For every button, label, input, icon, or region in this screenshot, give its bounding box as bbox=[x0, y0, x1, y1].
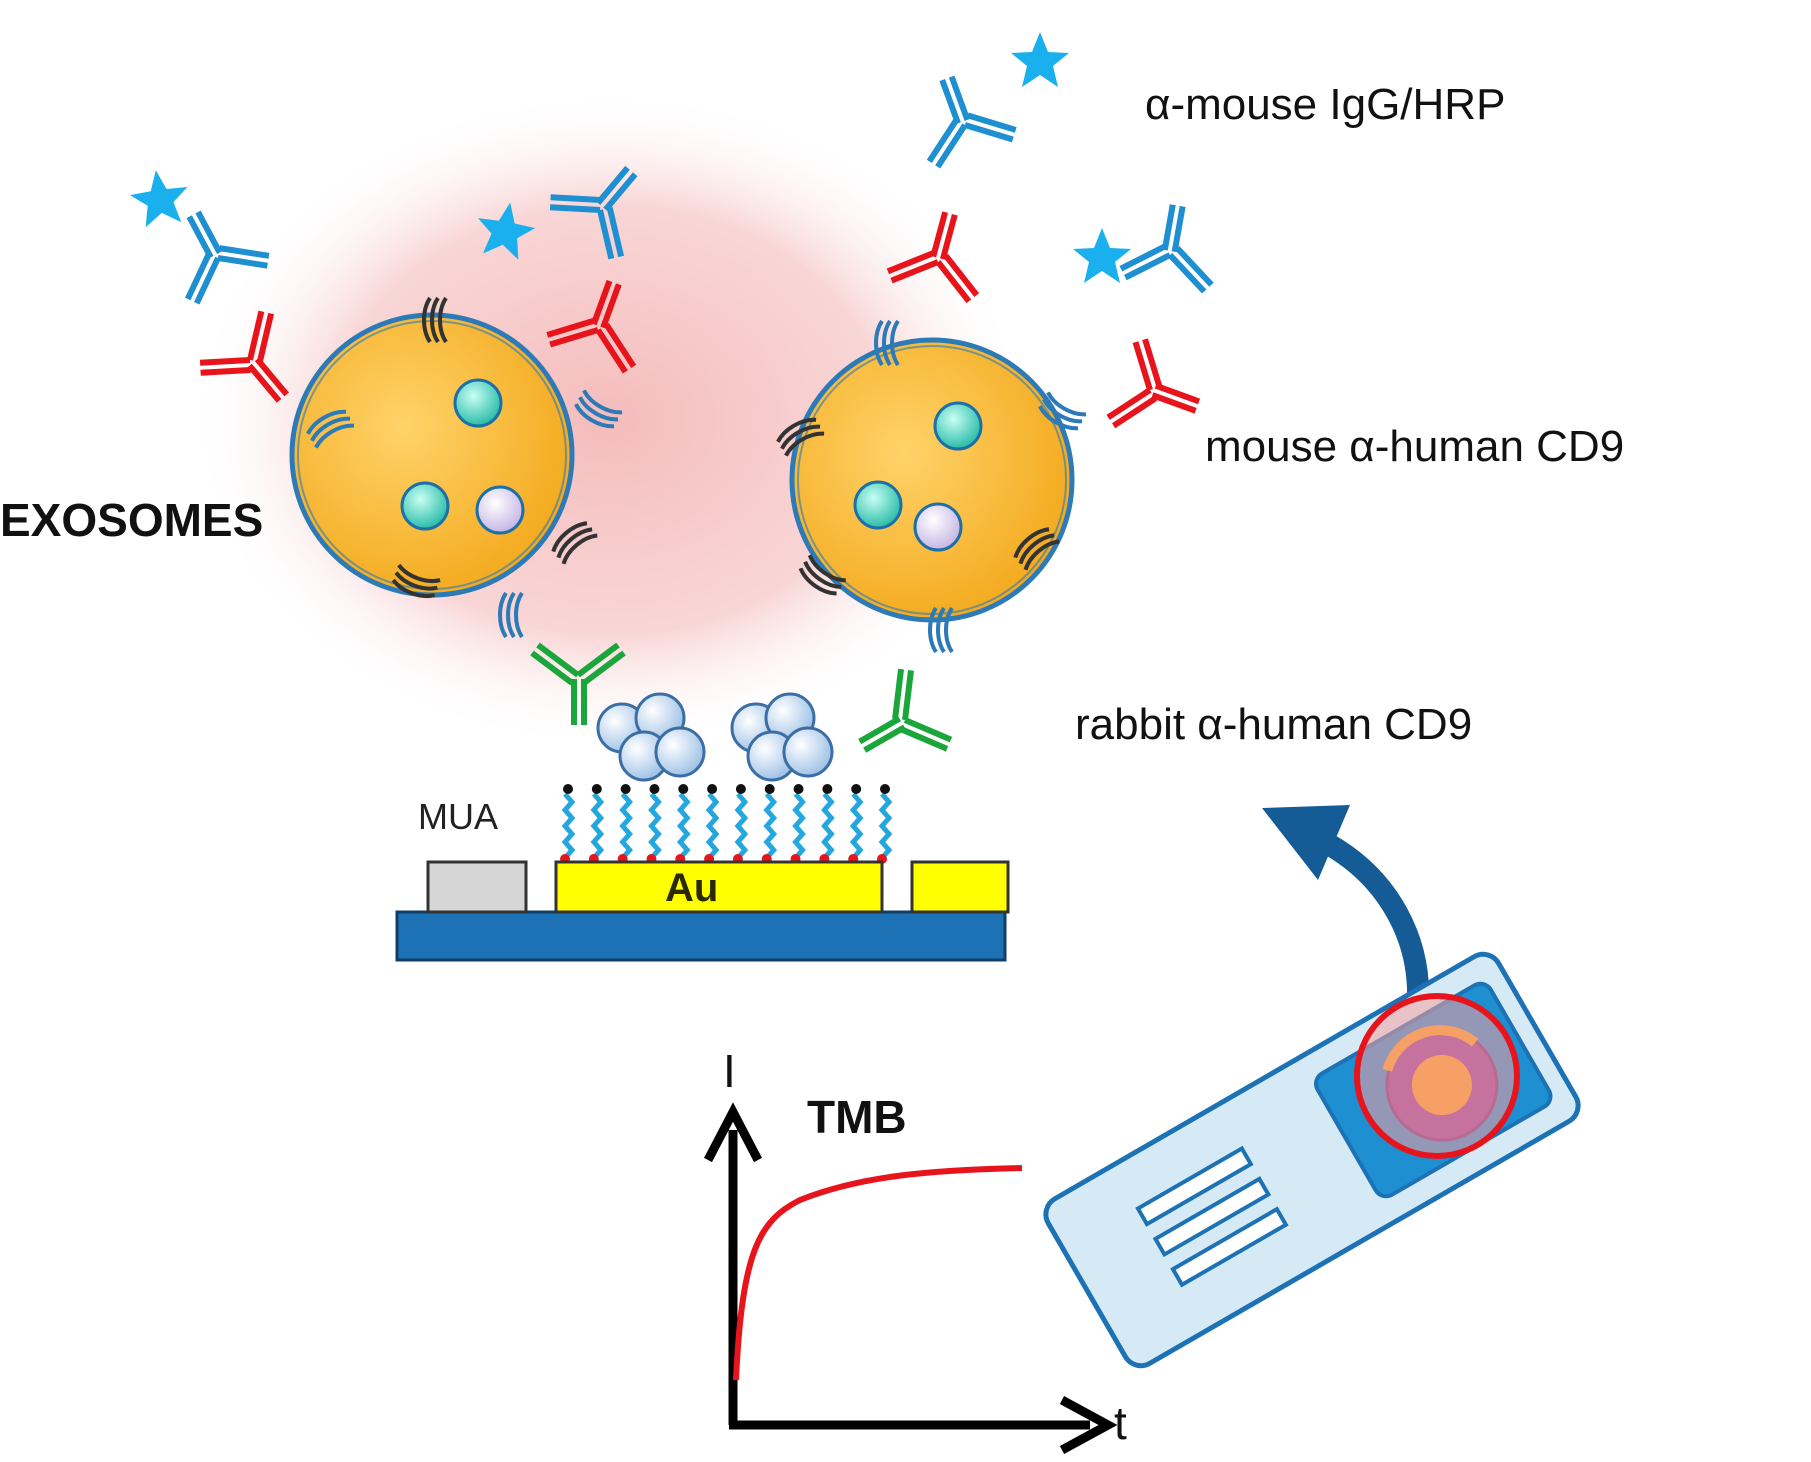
right-secondary-antibody-2 bbox=[1119, 198, 1223, 293]
right-detection-antibody-2 bbox=[1106, 337, 1213, 451]
mua-carboxyl-head bbox=[649, 784, 660, 794]
secondary-antibody-label: α-mouse IgG/HRP bbox=[1145, 80, 1506, 129]
curved-arrow-icon bbox=[1324, 835, 1430, 1001]
arrow-head bbox=[1262, 805, 1350, 880]
mua-chain bbox=[648, 792, 662, 860]
mua-chain bbox=[878, 792, 893, 860]
right-secondary-antibody-top bbox=[905, 62, 1019, 169]
capture-antibody-label: rabbit α-human CD9 bbox=[1075, 700, 1473, 749]
left-exosome bbox=[289, 296, 625, 639]
mua-chain bbox=[763, 792, 778, 860]
cargo-vesicle bbox=[913, 502, 963, 552]
mua-carboxyl-head bbox=[880, 784, 890, 794]
mua-chain bbox=[676, 792, 691, 860]
mua-monolayer bbox=[560, 784, 893, 864]
substrate-label: TMB bbox=[807, 1091, 907, 1143]
reference-electrode bbox=[426, 860, 528, 914]
hrp-star-icon bbox=[1011, 32, 1069, 87]
mua-chain bbox=[590, 792, 605, 860]
gold-label: Au bbox=[665, 866, 719, 910]
base-substrate bbox=[395, 910, 1007, 962]
mua-carboxyl-head bbox=[678, 784, 689, 794]
current-curve bbox=[733, 1165, 1023, 1381]
mua-chain bbox=[849, 792, 864, 860]
gold-working-electrode bbox=[554, 860, 884, 914]
mua-chain bbox=[705, 792, 720, 860]
mua-label: MUA bbox=[418, 796, 498, 837]
counter-electrode bbox=[910, 860, 1010, 914]
hrp-star-icon bbox=[127, 166, 193, 229]
cargo-vesicle bbox=[400, 481, 450, 531]
exosomes-label: EXOSOMES bbox=[0, 494, 264, 546]
mua-carboxyl-head bbox=[764, 784, 775, 794]
screen-printed-electrode-icon bbox=[1043, 951, 1581, 1369]
y-axis-label: I bbox=[723, 1045, 736, 1097]
mua-carboxyl-head bbox=[620, 784, 631, 794]
mua-carboxyl-head bbox=[793, 784, 804, 794]
detection-antibody-label: mouse α-human CD9 bbox=[1205, 422, 1625, 471]
mua-carboxyl-head bbox=[822, 784, 833, 794]
blocking-protein-cluster bbox=[596, 692, 706, 782]
hrp-star-icon bbox=[1073, 228, 1131, 283]
mua-carboxyl-head bbox=[735, 784, 746, 794]
mua-chain bbox=[734, 792, 749, 860]
mua-carboxyl-head bbox=[851, 784, 862, 794]
cargo-vesicle bbox=[453, 378, 503, 428]
mua-chain bbox=[619, 792, 633, 860]
x-axis-label: t bbox=[1114, 1397, 1127, 1449]
cargo-vesicle bbox=[853, 480, 903, 530]
mua-chain bbox=[561, 792, 576, 860]
response-plot bbox=[704, 1102, 1118, 1454]
magnified-region bbox=[1354, 993, 1520, 1159]
mua-chain bbox=[792, 792, 806, 860]
mua-carboxyl-head bbox=[563, 784, 573, 794]
mua-carboxyl-head bbox=[591, 784, 602, 794]
cargo-vesicle bbox=[475, 485, 525, 535]
blocking-protein-cluster bbox=[730, 692, 834, 782]
right-exosome bbox=[772, 319, 1089, 654]
cargo-vesicle bbox=[933, 401, 983, 451]
mua-carboxyl-head bbox=[707, 784, 718, 794]
mua-chain bbox=[821, 792, 835, 860]
